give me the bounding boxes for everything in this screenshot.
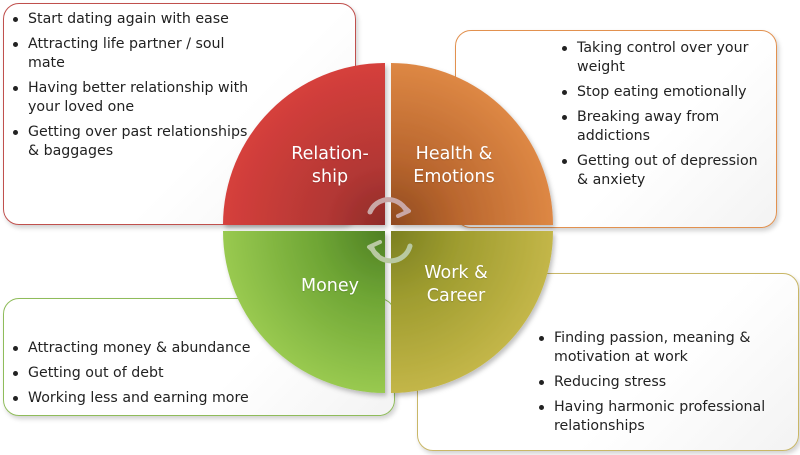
cycle-arrows-icon: [367, 197, 413, 264]
label-line: Relation-: [291, 144, 369, 164]
list-item: Taking control over your weight: [561, 39, 771, 77]
list-item: Having better relationship with your lov…: [12, 79, 262, 117]
label-line: Career: [426, 286, 486, 306]
list-item: Getting out of debt: [12, 364, 282, 383]
relationship-segment: [223, 63, 385, 225]
list-item: Start dating again with ease: [12, 10, 262, 29]
list-item: Reducing stress: [538, 373, 793, 392]
money-list: Attracting money & abundance Getting out…: [12, 339, 282, 414]
work-label: Work & Career: [412, 262, 500, 308]
label-line: ship: [311, 167, 349, 187]
list-item: Attracting money & abundance: [12, 339, 282, 358]
relationship-list: Start dating again with ease Attracting …: [12, 10, 262, 167]
work-list: Finding passion, meaning & motivation at…: [538, 329, 793, 442]
health-segment: [391, 63, 553, 225]
list-item: Finding passion, meaning & motivation at…: [538, 329, 793, 367]
label-line: Work &: [424, 263, 488, 283]
money-label: Money: [290, 275, 370, 298]
list-item: Getting over past relationships & baggag…: [12, 123, 262, 161]
health-label: Health & Emotions: [405, 143, 503, 189]
list-item: Stop eating emotionally: [561, 83, 771, 102]
label-line: Money: [300, 276, 360, 296]
label-line: Health &: [415, 144, 493, 164]
label-line: Emotions: [413, 167, 495, 187]
work-segment: [391, 231, 553, 393]
list-item: Having harmonic professional relationshi…: [538, 398, 793, 436]
money-segment: [223, 231, 385, 393]
relationship-label: Relation- ship: [285, 143, 375, 189]
list-item: Working less and earning more: [12, 389, 282, 408]
health-list: Taking control over your weight Stop eat…: [561, 39, 771, 196]
list-item: Getting out of depression & anxiety: [561, 152, 771, 190]
list-item: Attracting life partner / soul mate: [12, 35, 262, 73]
list-item: Breaking away from addictions: [561, 108, 771, 146]
